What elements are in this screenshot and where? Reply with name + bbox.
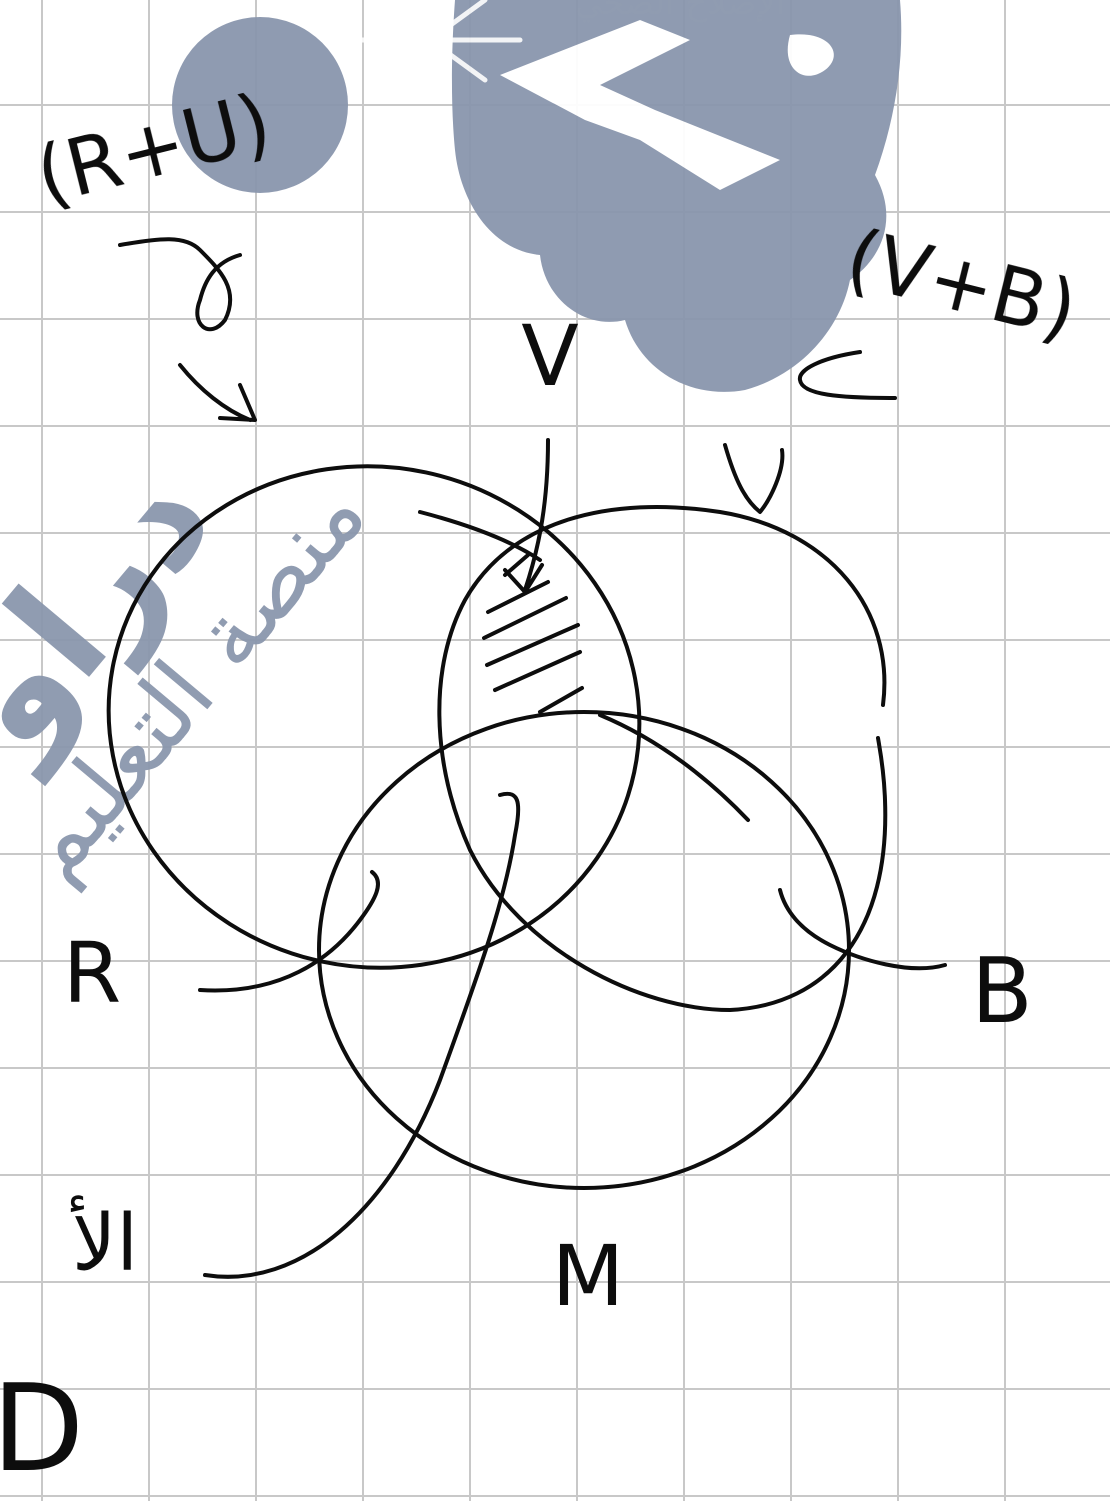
mark-c <box>800 352 895 398</box>
set-m-circle <box>319 712 849 1188</box>
pointer-line-r <box>200 872 378 990</box>
watermark-logo-blob <box>452 0 901 392</box>
watermark-top-text: الإصلاح الصحي <box>575 0 785 23</box>
label-expr-left: (R+U) <box>28 77 280 222</box>
label-letter-v: V <box>521 307 578 405</box>
pointer-line-inner-stroke <box>600 715 748 820</box>
label-set-b: B <box>971 939 1033 1044</box>
label-note-bottom-left: الأ <box>70 1196 138 1289</box>
label-expr-right: (V+B) <box>837 213 1085 357</box>
set-v-circle <box>439 507 885 1010</box>
label-set-r: R <box>63 924 121 1022</box>
mark-gamma <box>120 239 240 329</box>
pointer-line-top <box>420 512 540 560</box>
label-note-bottom-corner: D <box>0 1360 84 1499</box>
label-set-m: M <box>552 1227 624 1325</box>
mark-v-right <box>725 445 782 512</box>
mark-arrow-left <box>180 365 255 420</box>
pointer-line-left-note <box>205 794 518 1277</box>
